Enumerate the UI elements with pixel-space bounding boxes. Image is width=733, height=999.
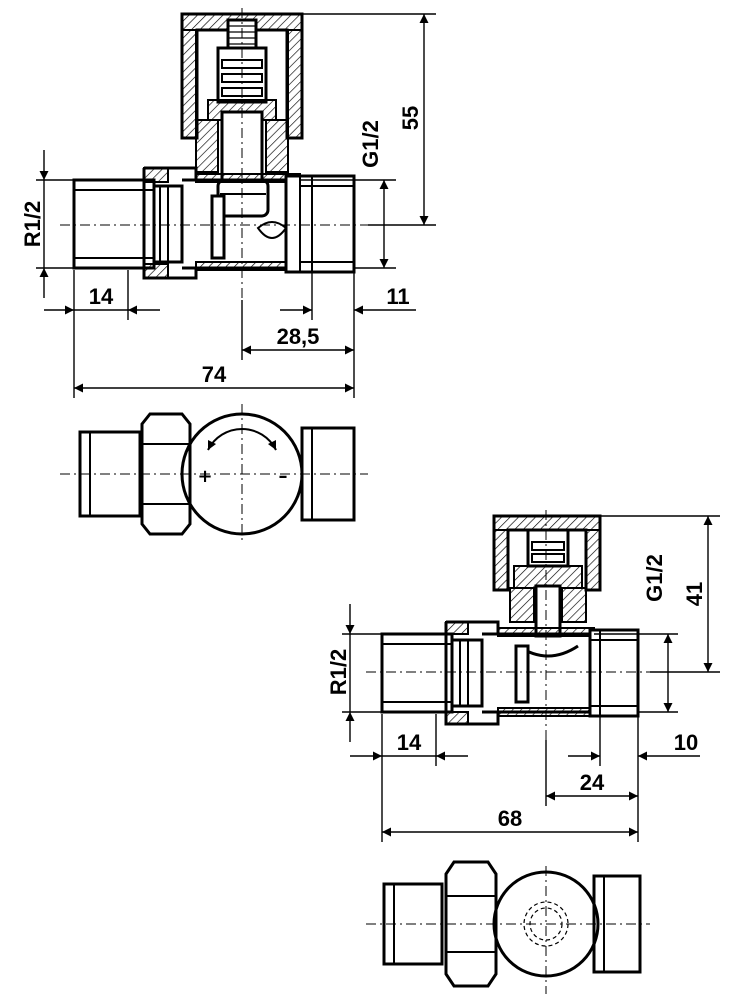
upper-plus-mark: + xyxy=(197,466,212,487)
upper-valve-section xyxy=(60,8,368,300)
lower-total-length-label: 68 xyxy=(498,806,522,831)
lower-inlet-thread-label: R1/2 xyxy=(326,649,351,695)
upper-dimensions xyxy=(36,13,436,398)
lower-outlet-length-label: 10 xyxy=(674,730,698,755)
lower-dimensions xyxy=(342,515,720,842)
upper-inlet-thread-label: R1/2 xyxy=(20,201,45,247)
lower-axis-offset-label: 24 xyxy=(580,770,605,795)
lower-spindle xyxy=(509,528,587,658)
lower-valve-body xyxy=(380,620,640,726)
lower-dimension-labels: R1/2 G1/2 41 14 10 24 68 xyxy=(326,554,707,831)
upper-dimension-labels: R1/2 G1/2 55 14 11 28,5 74 xyxy=(20,106,423,387)
lower-outlet-thread-label: G1/2 xyxy=(642,554,667,602)
lower-valve-top-view xyxy=(366,860,650,994)
lower-height-label: 41 xyxy=(682,582,707,606)
upper-height-label: 55 xyxy=(398,106,423,130)
upper-valve-body xyxy=(72,166,356,280)
upper-outlet-length-label: 11 xyxy=(386,284,409,309)
lower-valve-section xyxy=(366,510,650,740)
upper-valve-top-view: + – xyxy=(60,404,368,544)
upper-minus-mark: – xyxy=(279,466,288,487)
upper-axis-offset-label: 28,5 xyxy=(277,324,320,349)
lower-inlet-length-label: 14 xyxy=(397,730,422,755)
upper-inlet-length-label: 14 xyxy=(89,284,114,309)
upper-outlet-thread-label: G1/2 xyxy=(358,120,383,168)
upper-total-length-label: 74 xyxy=(202,362,227,387)
upper-spindle xyxy=(195,18,289,218)
